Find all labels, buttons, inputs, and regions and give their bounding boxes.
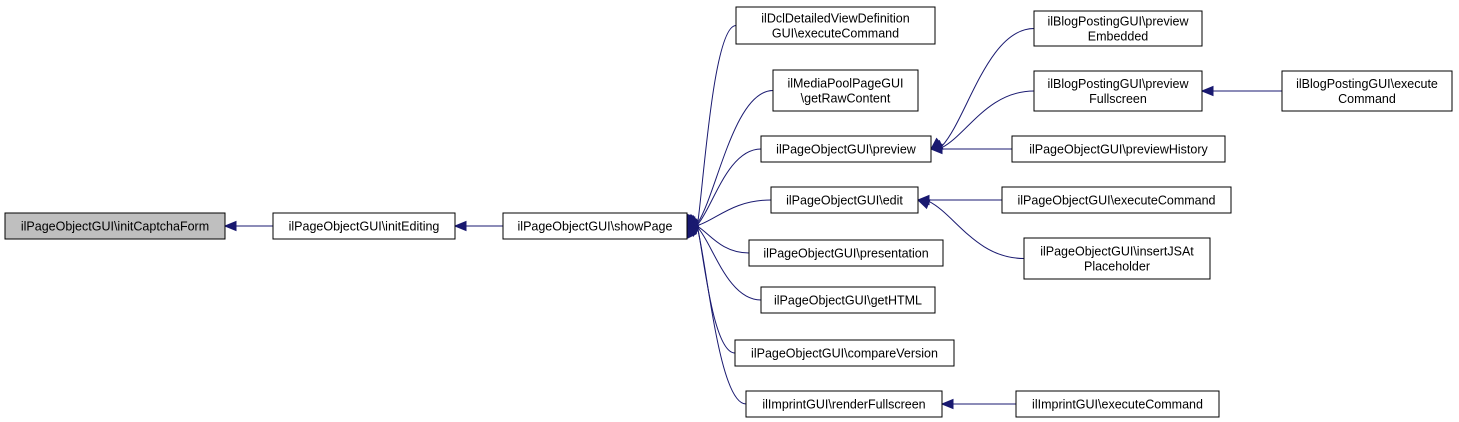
node-box xyxy=(745,390,943,418)
edge-n6-to-n2 xyxy=(697,199,772,226)
node-n10[interactable]: ilImprintGUI\renderFullscreen xyxy=(745,390,943,418)
node-n15[interactable]: ilPageObjectGUI\executeCommand xyxy=(1001,186,1232,214)
node-n5[interactable]: ilPageObjectGUI\preview xyxy=(760,135,932,163)
node-label: ilPageObjectGUI\preview xyxy=(776,143,917,157)
node-label: ilPageObjectGUI\executeCommand xyxy=(1017,194,1215,208)
node-label: ilBlogPostingGUI\preview xyxy=(1047,15,1189,29)
node-box xyxy=(502,212,688,240)
edge-n7-to-n2 xyxy=(697,226,750,254)
arrowhead-icon xyxy=(1200,85,1214,97)
node-box xyxy=(1033,70,1203,112)
node-label: ilImprintGUI\executeCommand xyxy=(1032,398,1203,412)
node-box xyxy=(770,186,919,214)
node-box xyxy=(272,212,456,240)
node-n6[interactable]: ilPageObjectGUI\edit xyxy=(770,186,919,214)
arrowhead-icon xyxy=(940,398,954,410)
node-n7[interactable]: ilPageObjectGUI\presentation xyxy=(748,239,944,267)
edges xyxy=(223,25,1282,410)
node-label: ilBlogPostingGUI\preview xyxy=(1047,77,1189,91)
node-n13[interactable]: ilBlogPostingGUI\executeCommand xyxy=(1281,70,1453,112)
node-box xyxy=(1015,390,1220,418)
node-label: ilBlogPostingGUI\execute xyxy=(1296,77,1438,91)
edge-n8-to-n2 xyxy=(697,227,762,301)
arrowhead-icon xyxy=(223,220,237,232)
node-label: ilPageObjectGUI\showPage xyxy=(518,220,673,234)
node-label: Fullscreen xyxy=(1089,92,1147,106)
node-box xyxy=(1033,10,1203,47)
node-box xyxy=(772,69,919,112)
node-label: Placeholder xyxy=(1084,260,1150,274)
edge-n3-to-n2 xyxy=(697,25,737,222)
node-box xyxy=(1011,135,1226,163)
node-label: ilDclDetailedViewDefinition xyxy=(761,12,909,26)
node-label: ilImprintGUI\renderFullscreen xyxy=(762,398,925,412)
node-box xyxy=(4,212,226,240)
node-label: ilPageObjectGUI\getHTML xyxy=(774,294,922,308)
edge-n11-to-n5 xyxy=(941,28,1035,147)
node-n17[interactable]: ilImprintGUI\executeCommand xyxy=(1015,390,1220,418)
node-label: Embedded xyxy=(1088,30,1149,44)
node-n4[interactable]: ilMediaPoolPageGUI\getRawContent xyxy=(772,69,919,112)
node-n3[interactable]: ilDclDetailedViewDefinitionGUI\executeCo… xyxy=(735,6,936,45)
node-label: ilPageObjectGUI\insertJSAt xyxy=(1040,245,1194,259)
node-n2[interactable]: ilPageObjectGUI\showPage xyxy=(502,212,688,240)
node-n9[interactable]: ilPageObjectGUI\compareVersion xyxy=(734,339,955,367)
node-box xyxy=(735,6,936,45)
node-box xyxy=(760,286,936,314)
edge-n16-to-n6 xyxy=(928,201,1025,259)
node-label: GUI\executeCommand xyxy=(772,27,899,41)
node-label: ilPageObjectGUI\edit xyxy=(786,194,903,208)
arrowhead-icon xyxy=(916,199,931,210)
arrowhead-icon xyxy=(453,220,467,232)
node-label: ilPageObjectGUI\previewHistory xyxy=(1029,143,1208,157)
node-n8[interactable]: ilPageObjectGUI\getHTML xyxy=(760,286,936,314)
node-label: \getRawContent xyxy=(801,92,891,106)
node-label: Command xyxy=(1338,92,1396,106)
node-label: ilPageObjectGUI\initEditing xyxy=(289,220,440,234)
node-box xyxy=(748,239,944,267)
node-box xyxy=(1001,186,1232,214)
node-label: ilPageObjectGUI\compareVersion xyxy=(751,347,938,361)
arrowhead-icon xyxy=(929,143,943,155)
edge-n5-to-n2 xyxy=(697,148,762,225)
node-box xyxy=(760,135,932,163)
nodes: ilPageObjectGUI\initCaptchaForm ilPageObj… xyxy=(4,6,1453,418)
node-label: ilMediaPoolPageGUI xyxy=(787,77,903,91)
edge-n12-to-n5 xyxy=(941,90,1035,148)
node-label: ilPageObjectGUI\initCaptchaForm xyxy=(21,220,209,234)
edge-n4-to-n2 xyxy=(697,90,774,223)
node-box xyxy=(1023,237,1211,280)
node-box xyxy=(734,339,955,367)
node-box xyxy=(1281,70,1453,112)
node-n1[interactable]: ilPageObjectGUI\initEditing xyxy=(272,212,456,240)
node-n14[interactable]: ilPageObjectGUI\previewHistory xyxy=(1011,135,1226,163)
node-label: ilPageObjectGUI\presentation xyxy=(763,247,928,261)
node-n0[interactable]: ilPageObjectGUI\initCaptchaForm xyxy=(4,212,226,240)
edge-n10-to-n2 xyxy=(697,230,747,405)
